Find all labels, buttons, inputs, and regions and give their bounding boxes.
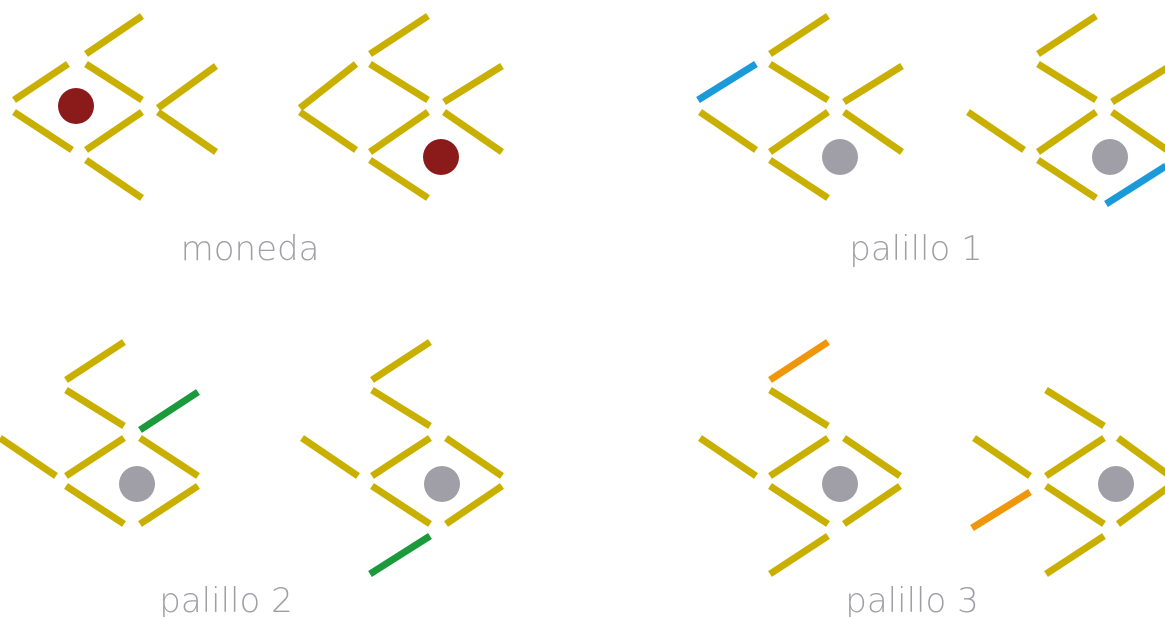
- fish-stick3-after: [974, 390, 1165, 574]
- matchstick: [770, 438, 828, 476]
- matchstick: [974, 438, 1030, 476]
- matchstick: [770, 390, 828, 426]
- matchstick: [66, 486, 124, 524]
- matchstick: [968, 112, 1024, 150]
- moved-matchstick: [972, 492, 1030, 528]
- matchstick: [770, 64, 828, 100]
- matchstick: [700, 438, 756, 476]
- moved-matchstick: [698, 64, 756, 100]
- matchstick: [700, 112, 756, 150]
- matchstick: [370, 112, 428, 152]
- matchstick: [86, 16, 142, 54]
- panel-stick1: palillo 1: [698, 16, 1165, 269]
- matchstick: [770, 16, 828, 54]
- matchstick: [770, 160, 828, 198]
- matchstick: [86, 64, 142, 100]
- matchstick: [1046, 536, 1104, 574]
- matchstick: [0, 438, 56, 476]
- matchstick: [1038, 16, 1096, 54]
- coin: [119, 466, 155, 502]
- matchstick: [1112, 66, 1165, 102]
- moved-matchstick: [370, 536, 430, 574]
- matchstick: [1038, 160, 1096, 198]
- caption-stick3: palillo 3: [845, 581, 978, 617]
- matchstick: [370, 64, 428, 100]
- matchstick: [66, 342, 124, 380]
- matchstick: [1038, 64, 1096, 100]
- matchstick: [1046, 486, 1104, 524]
- matchstick: [302, 438, 358, 476]
- matchstick: [158, 112, 216, 152]
- matchstick: [844, 66, 902, 102]
- fish-coin-before: [14, 16, 216, 198]
- fish-stick1-before: [700, 16, 902, 198]
- matchstick: [844, 438, 900, 476]
- fish-coin-after: [300, 16, 502, 198]
- matchstick: [444, 66, 502, 102]
- matchstick: [1046, 438, 1104, 476]
- matchstick: [370, 16, 428, 54]
- caption-coin: moneda: [181, 229, 320, 269]
- caption-stick2: palillo 2: [159, 581, 292, 617]
- matchstick: [86, 160, 142, 198]
- matchstick: [372, 342, 430, 380]
- matchstick: [86, 112, 142, 150]
- matchstick: [770, 486, 828, 524]
- matchstick: [140, 438, 198, 476]
- coin: [1098, 466, 1134, 502]
- coin: [58, 88, 94, 124]
- panel-stick2: palillo 2: [0, 342, 502, 617]
- matchstick: [66, 390, 124, 426]
- fish-stick3-before: [700, 390, 900, 574]
- matchstick: [14, 64, 68, 100]
- matchstick: [372, 486, 430, 524]
- fish-stick2-after: [302, 342, 502, 524]
- coin: [822, 466, 858, 502]
- fish-stick2-before: [0, 342, 198, 524]
- matchstick: [1038, 112, 1096, 152]
- matchstick: [770, 112, 828, 152]
- matchstick: [446, 438, 502, 476]
- matchstick: [370, 160, 428, 198]
- coin: [822, 139, 858, 175]
- fish-stick1-after: [968, 16, 1165, 198]
- coin: [1092, 139, 1128, 175]
- coin: [423, 139, 459, 175]
- moved-matchstick: [140, 392, 198, 430]
- matchstick: [158, 66, 216, 108]
- panel-coin: moneda: [14, 16, 502, 269]
- matchstick: [66, 438, 124, 476]
- matchstick: [770, 536, 828, 574]
- caption-stick1: palillo 1: [849, 229, 982, 269]
- matchstick: [372, 390, 430, 426]
- panel-stick3: palillo 3: [700, 342, 1165, 617]
- matchstick: [300, 64, 356, 108]
- coin: [424, 466, 460, 502]
- moved-matchstick: [770, 342, 828, 380]
- matchstick: [300, 112, 356, 150]
- matchstick: [1046, 390, 1104, 426]
- matchstick: [372, 438, 430, 476]
